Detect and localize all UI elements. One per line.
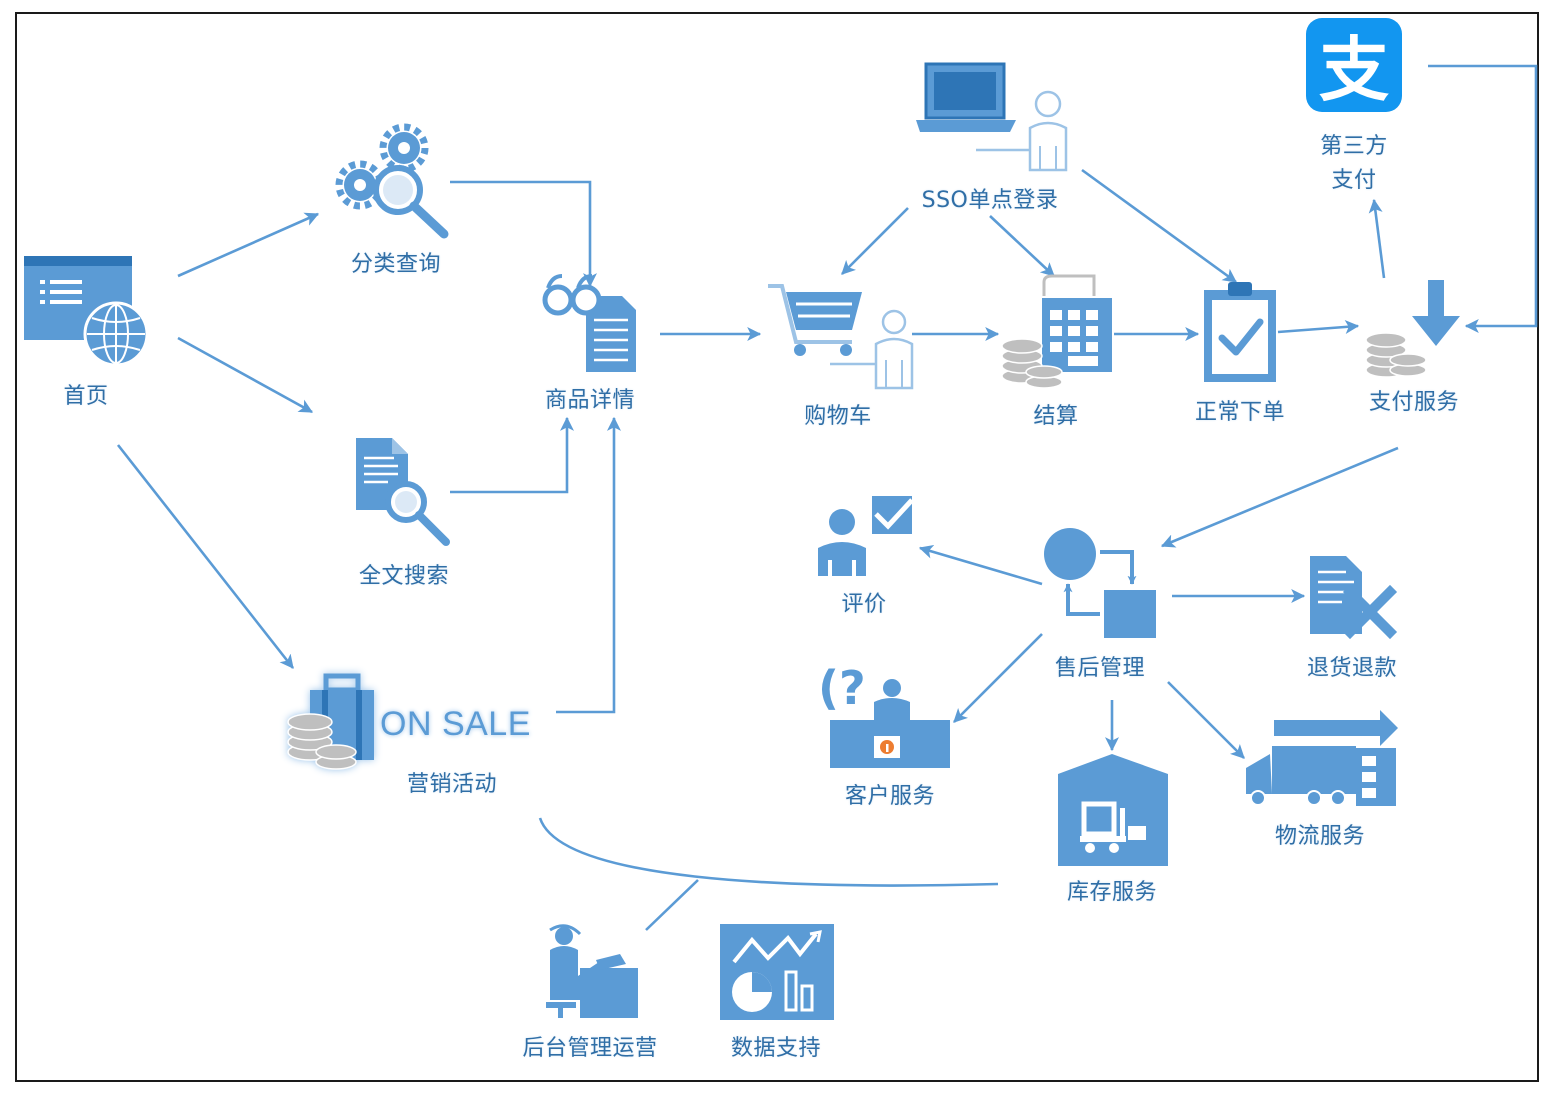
arrow-aftersale-to-review — [918, 544, 1043, 586]
node-label-aftersale: 售后管理 — [1054, 656, 1146, 681]
arrow-home-to-marketing — [116, 444, 295, 669]
node-label-marketing: 营销活动 — [406, 772, 498, 797]
node-label-order: 正常下单 — [1194, 400, 1286, 425]
svg-text:(?: (? — [818, 661, 866, 715]
diagram-frame — [15, 12, 1539, 1082]
glasses-document-icon — [542, 274, 636, 372]
truck-arrow-icon — [1246, 710, 1398, 806]
user-checkmark-icon — [818, 496, 914, 576]
arrow-fulltext-to-product — [450, 416, 574, 494]
node-label-category: 分类查询 — [350, 252, 442, 277]
node-label-admin: 后台管理运营 — [522, 1036, 658, 1061]
connectors — [116, 64, 1538, 931]
svg-text:支: 支 — [1319, 29, 1389, 111]
node-label-refund: 退货退款 — [1306, 656, 1398, 681]
gears-magnifier-icon — [335, 123, 449, 239]
node-label-fulltext: 全文搜索 — [358, 564, 450, 589]
node-label-settle: 结算 — [1033, 404, 1079, 429]
arrow-alipay-to-pay — [1428, 64, 1538, 333]
node-label-pay: 支付服务 — [1368, 390, 1460, 415]
arrow-pay-to-aftersale — [1160, 446, 1399, 548]
node-label-data: 数据支持 — [730, 1036, 822, 1061]
arrow-pay-to-alipay — [1368, 198, 1386, 279]
node-label-logistics: 物流服务 — [1274, 824, 1366, 849]
marketing-badge: ON SALE — [380, 705, 531, 743]
line-admin-to-bus — [645, 879, 699, 931]
node-label-alipay-line1: 第三方 — [1320, 134, 1388, 159]
browser-globe-icon — [24, 256, 149, 367]
arrow-order-to-pay — [1277, 319, 1360, 334]
arrow-home-to-fulltext — [177, 336, 314, 414]
node-label-sso: SSO单点登录 — [921, 188, 1059, 213]
document-search-icon — [356, 438, 450, 546]
node-label-cart: 购物车 — [804, 404, 872, 429]
node-label-product: 商品详情 — [544, 388, 636, 413]
desk-worker-icon — [546, 924, 638, 1018]
clipboard-check-icon — [1204, 282, 1276, 382]
laptop-user-icon — [916, 62, 1068, 172]
arrow-marketing-to-product — [556, 416, 621, 714]
cart-user-icon — [768, 284, 914, 390]
suitcase-coins-icon — [287, 673, 374, 770]
analytics-chart-icon — [720, 924, 834, 1020]
coins-down-arrow-icon — [1365, 280, 1460, 378]
curve-backend-bus — [538, 817, 999, 887]
alipay-logo: 支 — [1306, 18, 1402, 112]
arrow-sso-to-cart — [841, 207, 909, 275]
arrow-category-to-product — [450, 180, 597, 288]
node-label-inventory: 库存服务 — [1066, 880, 1158, 905]
node-label-cs: 客户服务 — [844, 784, 936, 809]
node-label-home: 首页 — [63, 384, 109, 409]
arrow-aftersale-to-logistics — [1167, 681, 1245, 759]
warehouse-forklift-icon — [1058, 754, 1168, 866]
arrow-aftersale-to-cs — [953, 633, 1043, 723]
help-desk-icon: (? — [818, 661, 950, 768]
node-label-review: 评价 — [841, 592, 887, 617]
arrow-sso-to-order — [1081, 168, 1237, 284]
arrow-sso-to-settle — [989, 215, 1055, 277]
document-x-icon — [1310, 556, 1398, 640]
node-label-alipay-line2: 支付 — [1331, 168, 1377, 193]
calculator-coins-icon — [1001, 274, 1112, 389]
cycle-process-icon — [1044, 528, 1156, 638]
arrow-home-to-category — [177, 212, 320, 278]
